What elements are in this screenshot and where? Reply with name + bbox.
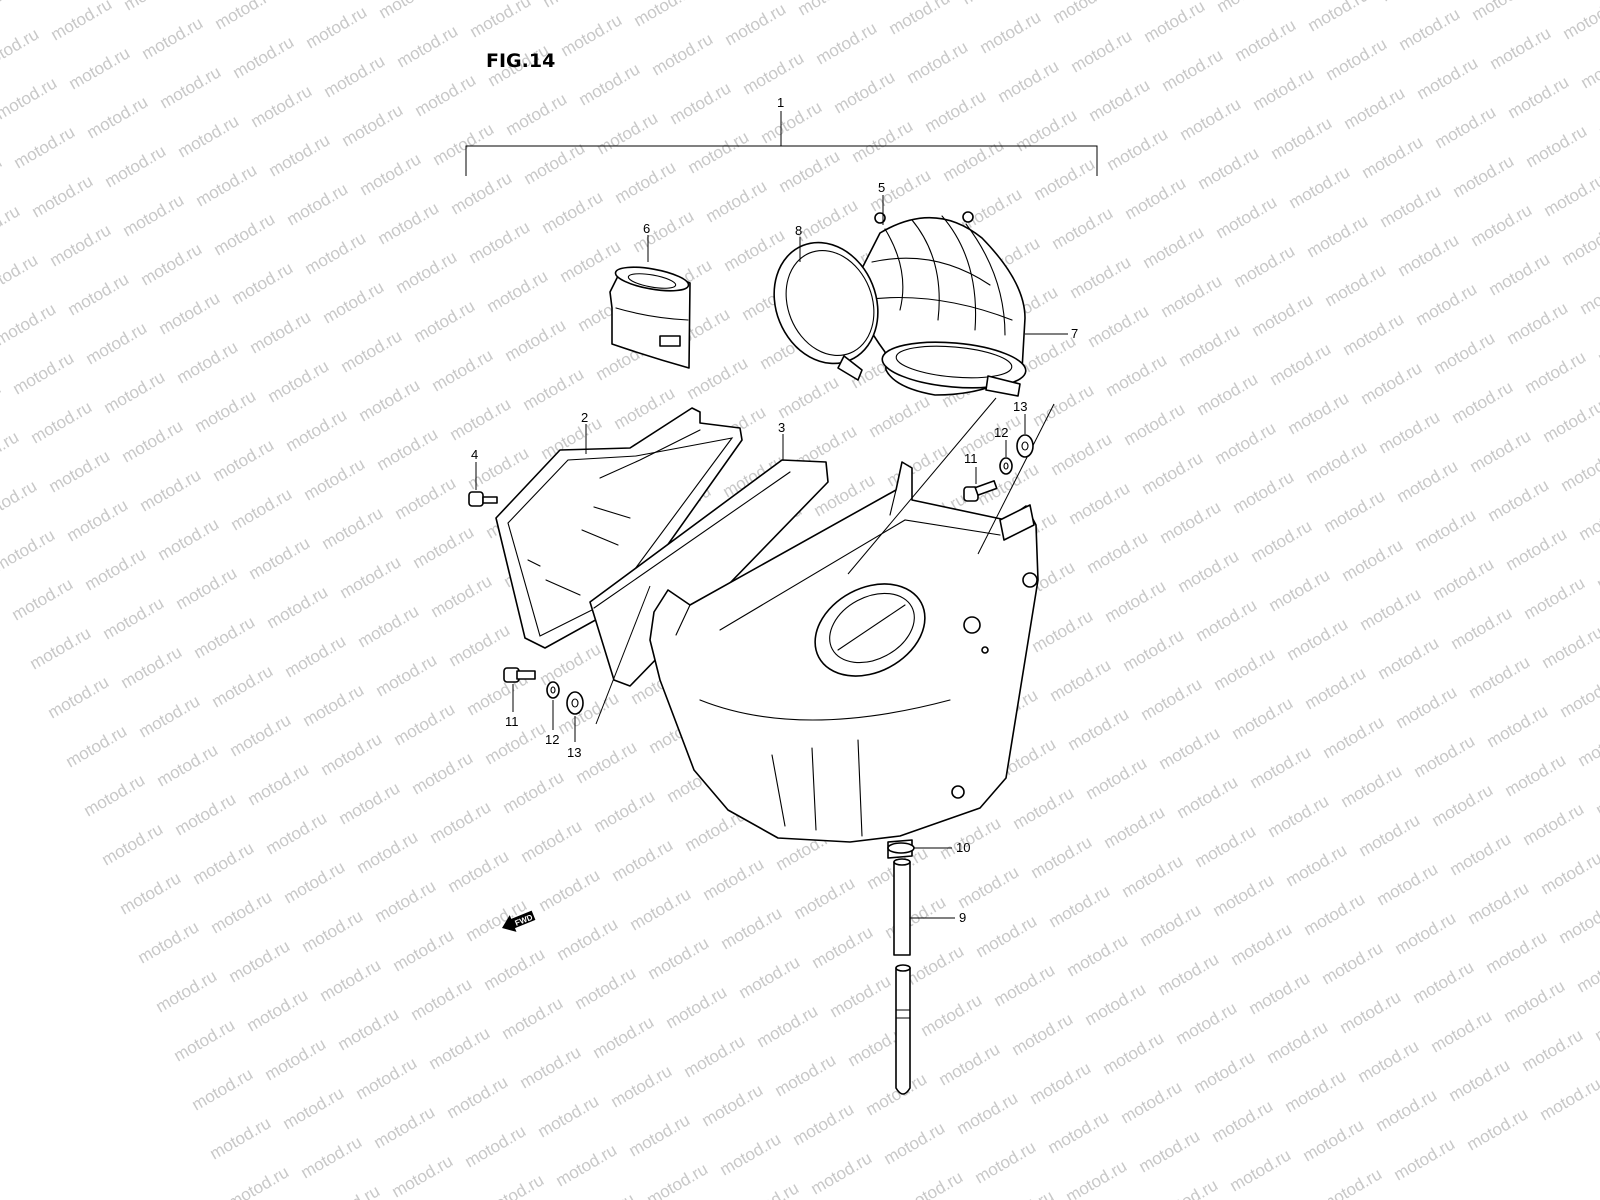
part-7-outlet-tube: [851, 211, 1027, 397]
callout-11-upper: 11: [964, 451, 978, 466]
callout-11-lower: 11: [505, 714, 519, 729]
callout-1: 1: [777, 95, 784, 110]
callout-3: 3: [778, 420, 785, 435]
callout-13-lower: 13: [567, 745, 581, 760]
part-8-clamp: [773, 241, 879, 381]
part-4-screw: [468, 491, 498, 507]
part-10-hose-clamp: [887, 842, 915, 854]
callout-7: 7: [1071, 326, 1078, 341]
fwd-label: FWD: [514, 913, 534, 928]
part-11-bolt-upper: [963, 480, 998, 502]
figure-title: FIG.14: [486, 50, 555, 72]
callout-12-upper: 12: [994, 425, 1008, 440]
fwd-arrow-icon: FWD: [502, 910, 536, 932]
part-12-washer-upper: [999, 457, 1013, 475]
callout-12-lower: 12: [545, 732, 559, 747]
callout-13-upper: 13: [1013, 399, 1027, 414]
callout-8: 8: [795, 223, 802, 238]
callout-6: 6: [643, 221, 650, 236]
callout-10: 10: [956, 840, 970, 855]
part-13-cushion-upper: [1016, 434, 1034, 458]
part-11-bolt-lower: [503, 667, 536, 683]
part-2-cover: [495, 407, 743, 649]
part-3-element: [589, 459, 829, 687]
callout-5: 5: [878, 180, 885, 195]
callout-4: 4: [471, 447, 478, 462]
callout-9: 9: [959, 910, 966, 925]
part-6-intake-duct: [609, 266, 691, 369]
callout-2: 2: [581, 410, 588, 425]
air-cleaner-case: [649, 461, 1039, 859]
part-9-drain-hose: [893, 858, 911, 1095]
assembly-bracket: [465, 111, 1098, 176]
part-13-cushion-lower: [566, 691, 584, 715]
part-12-washer-lower: [546, 681, 560, 699]
